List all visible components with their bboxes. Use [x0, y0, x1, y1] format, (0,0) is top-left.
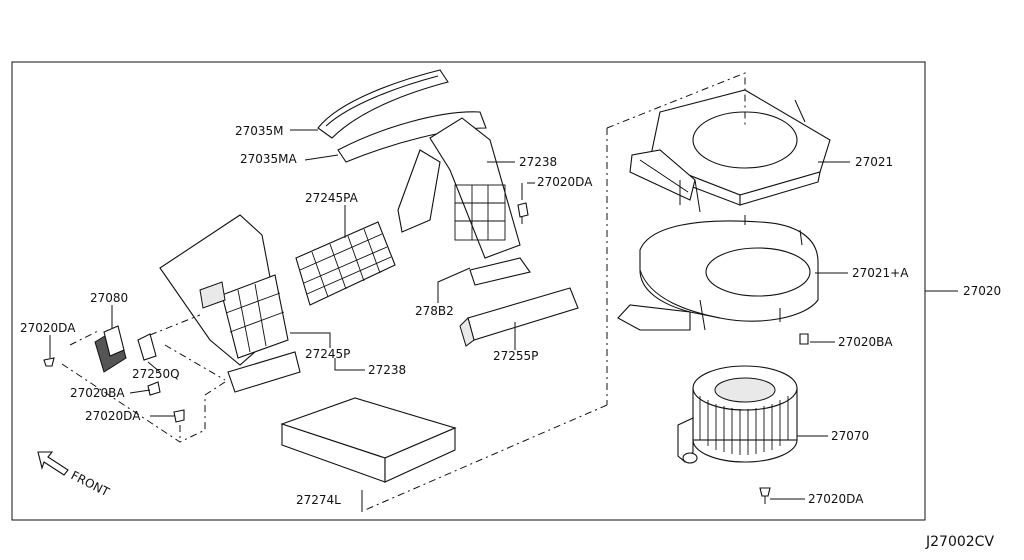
part-label: 27238: [368, 363, 406, 377]
diagram-code: J27002CV: [925, 534, 994, 550]
part-label: 27020DA: [808, 492, 864, 506]
part-label: 27250Q: [132, 367, 180, 381]
part-label: 27020BA: [838, 335, 893, 349]
blower-motor-drawing: [677, 365, 798, 464]
part-label: 27238: [519, 155, 557, 169]
part-label: 27035M: [235, 124, 284, 138]
part-label: 27245P: [305, 347, 350, 361]
part-label: 27274L: [296, 493, 341, 507]
blower-case-lower-drawing: [617, 215, 819, 331]
filter-frame-drawing: [459, 287, 579, 347]
intake-case-drawing: [397, 117, 531, 286]
part-label: 278B2: [415, 304, 454, 318]
part-label: 27035MA: [240, 152, 298, 166]
blower-case-upper-drawing: [629, 89, 831, 213]
part-label: 27245PA: [305, 191, 359, 205]
assembly-lines: [61, 72, 746, 512]
part-label: 27021+A: [852, 266, 909, 280]
actuator-drawing: [94, 325, 127, 373]
part-label: 27021: [855, 155, 893, 169]
part-label: 27255P: [493, 349, 538, 363]
air-filter-drawing: [280, 397, 457, 483]
grid-panel-drawing: [295, 221, 396, 306]
front-arrow: [37, 451, 69, 476]
front-label: FRONT: [69, 468, 112, 499]
part-label: 27020DA: [20, 321, 76, 335]
seal-drawing: [317, 69, 487, 163]
part-label: 27020DA: [537, 175, 593, 189]
leader-lines: [49, 129, 958, 512]
part-label: 27020BA: [70, 386, 125, 400]
left-case-drawing: [159, 214, 301, 393]
part-label: 27020DA: [85, 409, 141, 423]
part-label: 27020: [963, 284, 1001, 298]
part-label: 27070: [831, 429, 869, 443]
part-label: 27080: [90, 291, 128, 305]
fastener-drawings: [43, 202, 809, 504]
